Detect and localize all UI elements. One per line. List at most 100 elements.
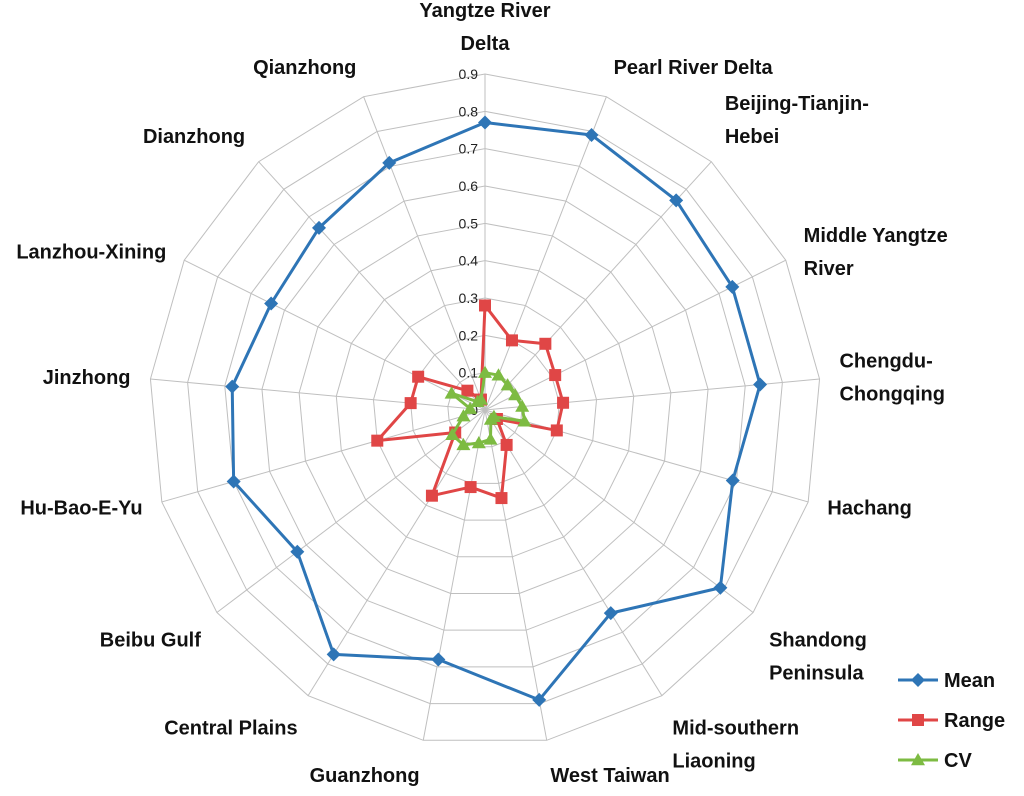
category-label-line: Beijing-Tianjin- xyxy=(725,93,869,115)
data-point xyxy=(517,414,532,427)
data-point xyxy=(326,647,341,662)
legend-item-cv: CV xyxy=(898,750,972,772)
legend-item-range: Range xyxy=(898,710,1005,732)
category-label-line: Jinzhong xyxy=(43,367,131,389)
grid-ring xyxy=(298,222,672,594)
data-point xyxy=(479,299,491,312)
data-point xyxy=(713,580,728,595)
category-label-line: Central Plains xyxy=(164,718,297,740)
category-label-line: Chongqing xyxy=(839,384,945,406)
grid-spoke xyxy=(484,409,754,613)
grid-spoke xyxy=(258,161,486,411)
data-point xyxy=(539,337,552,350)
tick-label: 0.8 xyxy=(459,103,479,119)
legend-label: CV xyxy=(944,750,972,772)
tick-label: 0.7 xyxy=(459,141,479,157)
tick-label: 0.1 xyxy=(459,365,479,381)
grid-ring xyxy=(224,148,746,668)
grid-ring xyxy=(187,110,783,705)
category-label: Guanzhong xyxy=(310,765,420,787)
grid-ring xyxy=(335,260,635,558)
radar-grid xyxy=(149,73,821,741)
category-label: Hu-Bao-E-Yu xyxy=(20,497,142,519)
tick-label: 0.6 xyxy=(459,178,479,194)
category-label-line: Delta xyxy=(461,33,511,55)
data-point xyxy=(912,714,924,726)
data-point xyxy=(412,370,425,383)
data-point xyxy=(500,378,515,391)
grid-spoke xyxy=(484,409,663,696)
data-point xyxy=(461,384,474,397)
data-point xyxy=(557,396,570,409)
grid-ring xyxy=(372,297,598,521)
data-point xyxy=(431,652,446,667)
data-point xyxy=(505,334,518,347)
category-label: Pearl River Delta xyxy=(614,57,774,79)
data-point xyxy=(549,369,562,382)
data-point xyxy=(911,673,925,687)
grid-ring xyxy=(149,73,821,741)
series-layer xyxy=(225,115,768,707)
data-point xyxy=(495,492,508,505)
grid-spoke xyxy=(307,409,486,696)
grid-spoke xyxy=(150,378,486,411)
tick-label: 0.2 xyxy=(459,327,479,343)
data-point xyxy=(478,115,492,130)
category-label-line: Pearl River Delta xyxy=(614,57,774,79)
category-label-line: Qianzhong xyxy=(253,57,356,79)
category-label: West TaiwanStrait xyxy=(550,765,669,796)
data-point xyxy=(515,399,530,412)
radial-axis-ticks: 00.10.20.30.40.50.60.70.80.9 xyxy=(459,66,479,418)
series-cv xyxy=(444,365,532,451)
data-point xyxy=(445,427,460,440)
data-point xyxy=(226,474,241,489)
grid-spoke xyxy=(184,259,486,411)
tick-label: 0.4 xyxy=(459,253,479,269)
data-point xyxy=(508,388,523,401)
legend-label: Mean xyxy=(944,670,995,692)
series-line xyxy=(230,121,762,702)
category-label-line: Liaoning xyxy=(672,751,755,773)
data-point xyxy=(312,220,327,235)
category-label-line: River xyxy=(804,258,854,280)
series-mean xyxy=(225,115,768,707)
grid-spoke xyxy=(484,409,809,503)
data-point xyxy=(478,365,492,378)
data-point xyxy=(500,438,513,451)
category-label-line: Beibu Gulf xyxy=(100,630,201,652)
legend-label: Range xyxy=(944,710,1005,732)
category-label: Dianzhong xyxy=(143,126,245,148)
category-label: Lanzhou-Xining xyxy=(16,241,166,263)
data-point xyxy=(290,544,305,559)
category-label-line: Yangtze River xyxy=(419,0,550,22)
category-label-line: West Taiwan xyxy=(550,765,669,787)
category-label-line: Middle Yangtze xyxy=(804,225,948,247)
data-point xyxy=(444,386,459,399)
category-label: Beibu Gulf xyxy=(100,630,201,652)
data-point xyxy=(473,392,488,405)
data-point xyxy=(725,279,740,294)
category-label-line: Hachang xyxy=(827,497,911,519)
category-label: Beijing-Tianjin- Hebei xyxy=(725,93,869,148)
grid-spoke xyxy=(484,259,786,411)
category-label-line: Lanzhou-Xining xyxy=(16,241,166,263)
category-label-line: Hebei xyxy=(725,126,779,148)
tick-label: 0.9 xyxy=(459,66,479,82)
category-label: Hachang xyxy=(827,497,911,519)
data-point xyxy=(550,424,563,437)
category-label-line: Dianzhong xyxy=(143,126,245,148)
category-label: Chengdu- Chongqing xyxy=(839,351,945,406)
category-label-line: Chengdu- xyxy=(839,351,932,373)
tick-label: 0.5 xyxy=(459,215,479,231)
category-label-line: Shandong xyxy=(769,630,867,652)
data-point xyxy=(471,436,486,449)
data-point xyxy=(456,409,471,422)
grid-spoke xyxy=(484,409,548,741)
grid-spoke xyxy=(363,96,486,411)
